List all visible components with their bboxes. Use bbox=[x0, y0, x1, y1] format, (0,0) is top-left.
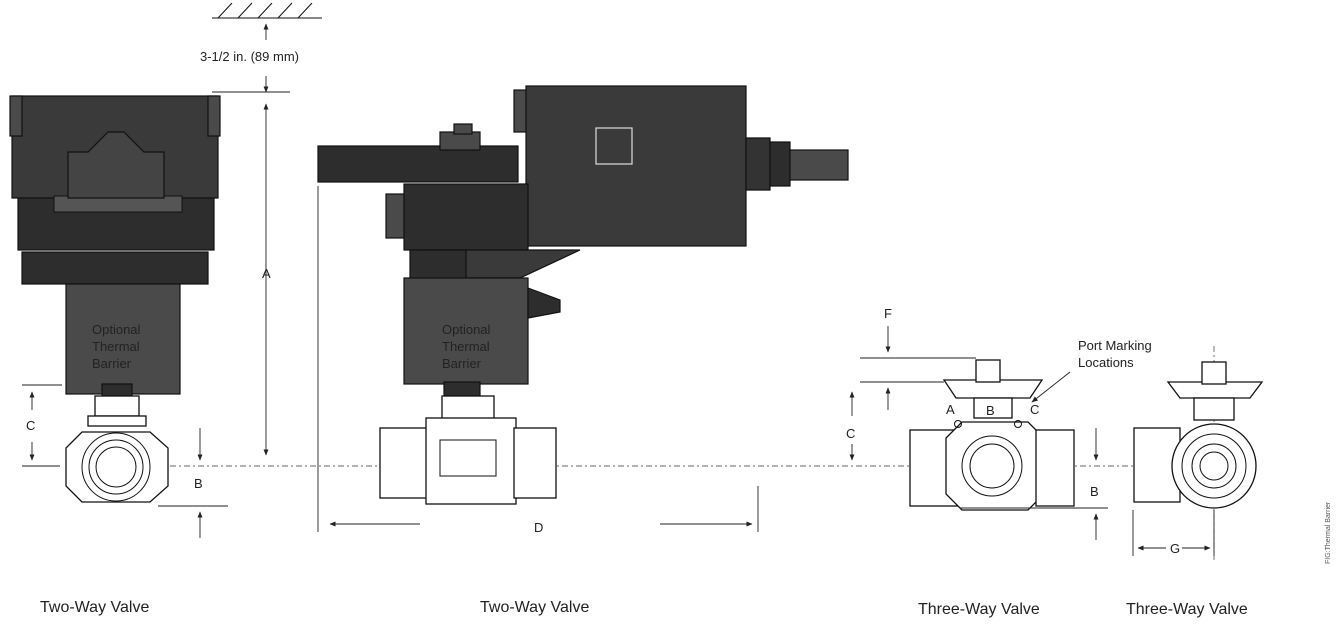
three-way-side-body bbox=[1171, 423, 1257, 509]
cable bbox=[789, 149, 849, 181]
three-way-valve-front bbox=[909, 359, 1075, 511]
barrier-mid-line2: Thermal bbox=[442, 339, 490, 354]
dim-label-b-three-way: B bbox=[1090, 484, 1099, 499]
dimension-g bbox=[1132, 510, 1215, 556]
valve-stem-side bbox=[441, 395, 495, 421]
dim-label-a: A bbox=[262, 266, 271, 281]
barrier-left-line2: Thermal bbox=[92, 339, 140, 354]
dim-label-b-left: B bbox=[194, 476, 203, 491]
two-way-valve-side bbox=[317, 85, 849, 505]
caption-three-way-side: Three-Way Valve bbox=[1126, 601, 1248, 618]
three-way-valve-side bbox=[1133, 346, 1264, 560]
barrier-mid-line3: Barrier bbox=[442, 356, 482, 371]
port-label-c: C bbox=[1030, 402, 1039, 417]
valve-body-hex bbox=[65, 431, 169, 503]
dimension-b-left bbox=[158, 428, 228, 538]
dimension-b-three-way bbox=[960, 428, 1108, 540]
actuator-body-side bbox=[525, 85, 747, 247]
barrier-left-line1: Optional bbox=[92, 322, 141, 337]
barrier-left-line3: Barrier bbox=[92, 356, 132, 371]
clearance-label: 3-1/2 in. (89 mm) bbox=[200, 49, 299, 64]
thermal-barrier-side bbox=[403, 277, 529, 385]
dimension-f bbox=[860, 326, 976, 410]
port-label-a: A bbox=[946, 402, 955, 417]
three-way-body bbox=[945, 421, 1045, 511]
dimension-c-left bbox=[22, 384, 62, 467]
dim-label-c-three-way: C bbox=[846, 426, 855, 441]
dim-label-c-left: C bbox=[26, 418, 35, 433]
dim-label-f: F bbox=[884, 306, 892, 321]
port-label-b: B bbox=[986, 403, 995, 418]
port-marking-line1: Port Marking bbox=[1078, 338, 1152, 353]
caption-two-way-front: Two-Way Valve bbox=[40, 599, 149, 616]
ceiling-hatch bbox=[212, 2, 322, 19]
port-marking-line2: Locations bbox=[1078, 355, 1134, 370]
valve-body-side bbox=[425, 417, 517, 505]
dimension-d bbox=[317, 186, 759, 532]
thermal-barrier bbox=[65, 283, 181, 395]
actuator-handle bbox=[317, 145, 519, 183]
manual-override-knob bbox=[67, 131, 165, 199]
dim-label-g: G bbox=[1170, 541, 1180, 556]
caption-three-way-front: Three-Way Valve bbox=[918, 601, 1040, 618]
display-window bbox=[595, 127, 633, 165]
port-marking-leader bbox=[1031, 371, 1071, 403]
two-way-valve-front bbox=[9, 95, 221, 503]
clearance-dimension bbox=[212, 23, 290, 93]
dim-label-d: D bbox=[534, 520, 543, 535]
cable-gland bbox=[745, 137, 771, 191]
mounting-bracket bbox=[21, 251, 209, 285]
barrier-mid-line1: Optional bbox=[442, 322, 491, 337]
valve-stem bbox=[94, 395, 140, 417]
mounting-pad-side bbox=[1166, 381, 1264, 399]
caption-two-way-side: Two-Way Valve bbox=[480, 599, 589, 616]
mounting-pad bbox=[942, 379, 1044, 399]
figure-id: FIG:Thermal Barrier bbox=[1325, 501, 1332, 564]
